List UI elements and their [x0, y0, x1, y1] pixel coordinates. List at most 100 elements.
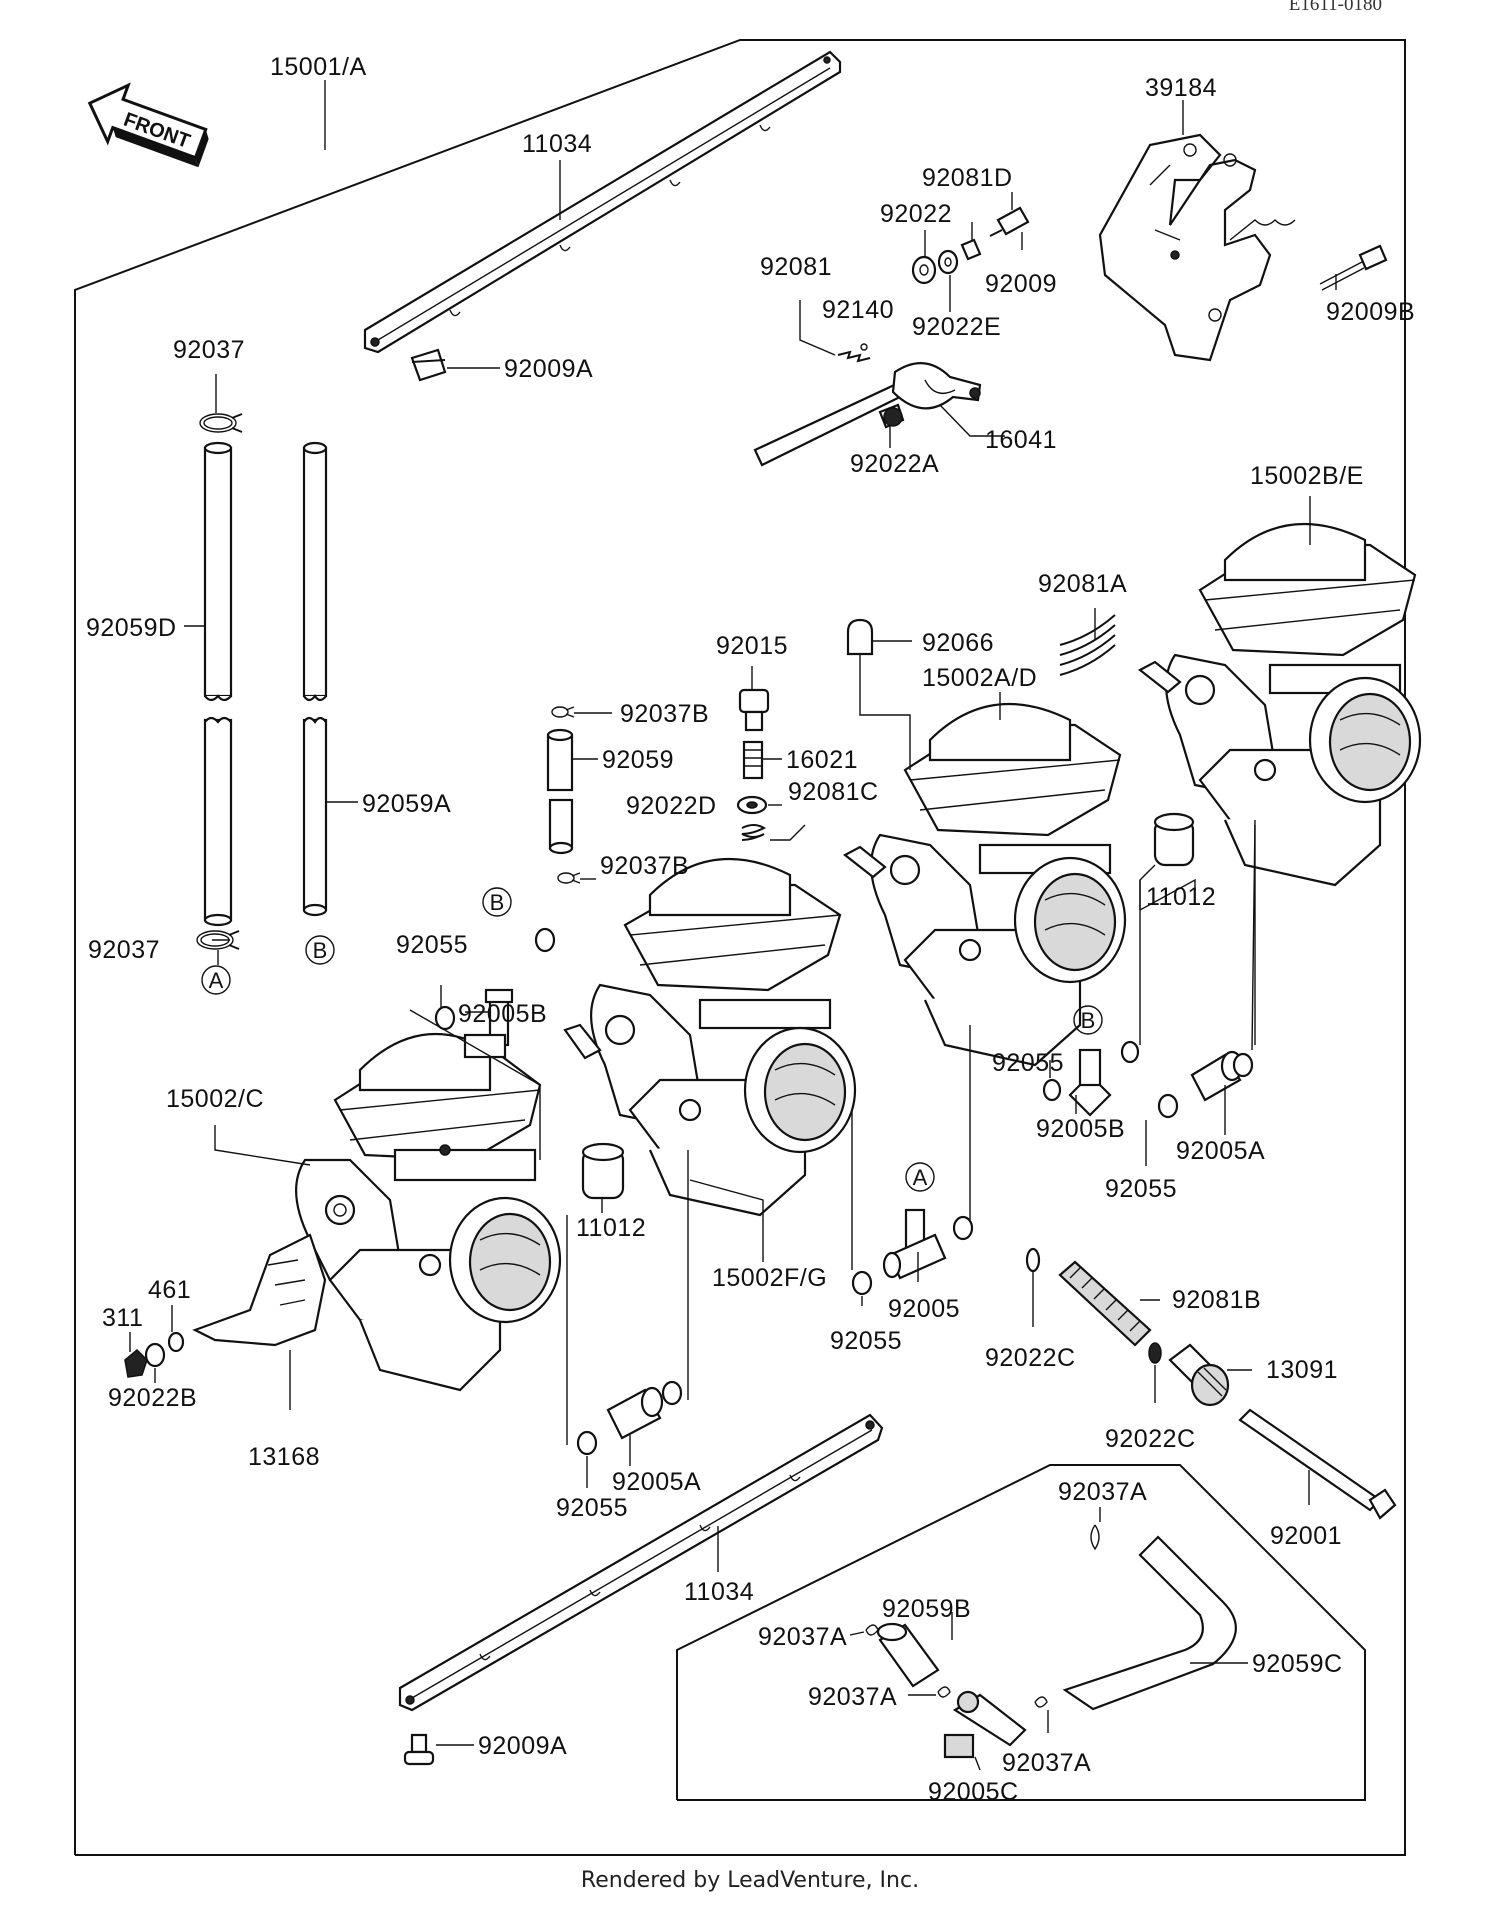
label-92140: 92140 [822, 296, 894, 324]
label-92022C-2: 92022C [1105, 1425, 1196, 1453]
label-92005A-right: 92005A [1176, 1137, 1265, 1165]
label-15002AD: 15002A/D [922, 664, 1037, 692]
washer-461 [167, 1331, 185, 1353]
svg-text:A: A [209, 968, 224, 993]
washer-92022C-1 [1025, 1247, 1041, 1273]
carburetor-15002AD [842, 702, 1127, 1067]
washer-92022 [911, 255, 937, 285]
spring-92081 [837, 343, 871, 363]
label-92059A: 92059A [362, 790, 451, 818]
label-92059C: 92059C [1252, 1650, 1343, 1678]
label-13091: 13091 [1266, 1356, 1338, 1384]
label-92037-bottom: 92037 [88, 936, 160, 964]
label-92005C: 92005C [928, 1778, 1019, 1806]
label-92005: 92005 [888, 1295, 960, 1323]
label-92022B: 92022B [108, 1384, 197, 1412]
o-ring-92055-center [851, 1270, 873, 1296]
clip-92037A-top [1090, 1524, 1100, 1551]
label-11034-bottom: 11034 [684, 1578, 754, 1606]
label-92081: 92081 [760, 253, 832, 281]
label-92005B-right: 92005B [1036, 1115, 1125, 1143]
label-92022E: 92022E [912, 313, 1001, 341]
bracket-39184 [1098, 133, 1296, 362]
front-arrow-icon: FRONT [87, 82, 209, 168]
label-92037-top: 92037 [173, 336, 245, 364]
fitting-92005-center [882, 1208, 947, 1280]
fitting-11012-mid [581, 1142, 625, 1200]
fitting-92005B-left [463, 988, 514, 1059]
fuel-rail-bottom [398, 1413, 884, 1712]
o-ring-92055-left [434, 1005, 456, 1031]
clip-92037A-3 [937, 1686, 951, 1698]
screw-92015 [738, 688, 770, 732]
svg-text:A: A [913, 1165, 928, 1190]
o-ring-92055-mid [1042, 1078, 1062, 1102]
hose-92059C [1062, 1535, 1237, 1711]
label-92055-right: 92055 [1105, 1175, 1177, 1203]
svg-text:B: B [313, 938, 328, 963]
marker-B-right: B [1073, 1005, 1103, 1035]
label-92081C: 92081C [788, 778, 879, 806]
fitting-92005B-right [1068, 1048, 1112, 1117]
carburetor-15002FG [563, 857, 857, 1217]
label-311: 311 [102, 1304, 143, 1332]
footer-credit: Rendered by LeadVenture, Inc. [580, 1868, 920, 1893]
marker-B-left: B [305, 935, 335, 965]
label-39184: 39184 [1145, 74, 1217, 102]
o-ring-92055-low [576, 1430, 598, 1456]
label-92037A-1: 92037A [1058, 1478, 1147, 1506]
hose-92059A [302, 441, 328, 917]
label-92081D: 92081D [922, 164, 1013, 192]
clip-92037B-lower [557, 872, 581, 884]
label-92055-center: 92055 [830, 1327, 902, 1355]
o-ring-92055-right [1157, 1093, 1179, 1119]
label-16021: 16021 [786, 746, 858, 774]
label-92037B-2: 92037B [600, 852, 689, 880]
svg-text:B: B [490, 890, 505, 915]
fuel-rail-top [363, 50, 842, 354]
label-92022D: 92022D [626, 792, 717, 820]
svg-text:B: B [1081, 1008, 1096, 1033]
fitting-11012-right [1153, 812, 1195, 867]
label-92009B: 92009B [1326, 298, 1415, 326]
label-15002C: 15002/C [166, 1085, 264, 1113]
label-92037A-2: 92037A [758, 1623, 847, 1651]
marker-A-center: A [905, 1162, 935, 1192]
label-461: 461 [148, 1276, 191, 1304]
hose-92059 [546, 728, 574, 855]
label-92059D: 92059D [86, 614, 177, 642]
label-92009: 92009 [985, 270, 1057, 298]
label-92055-mid: 92055 [992, 1049, 1064, 1077]
hose-92059D [203, 441, 233, 927]
label-92059: 92059 [602, 746, 674, 774]
marker-B-upper: B [482, 887, 512, 917]
callout-labels: 15001/A 11034 39184 92081D 92022 92081 9… [86, 53, 1415, 1806]
label-15002BE: 15002B/E [1250, 462, 1364, 490]
clamp-92037-top [199, 413, 243, 433]
label-92009A-top: 92009A [504, 355, 593, 383]
label-92037A-3: 92037A [808, 1683, 897, 1711]
washer-92022C-2 [1148, 1342, 1162, 1364]
lever-13168 [192, 1233, 327, 1347]
label-11034-top: 11034 [522, 130, 592, 158]
label-15001A: 15001/A [270, 53, 367, 81]
bolt-92001 [1238, 1408, 1397, 1520]
leader-lines [129, 80, 1337, 1771]
label-13168: 13168 [248, 1443, 320, 1471]
fitting-92005A-low [606, 1386, 664, 1440]
screw-92009A-top [410, 348, 447, 382]
label-15002FG: 15002F/G [712, 1264, 827, 1292]
hose-92059B [876, 1622, 940, 1688]
label-92055-left: 92055 [396, 931, 468, 959]
label-92037B-1: 92037B [620, 700, 709, 728]
label-92055-low: 92055 [556, 1494, 628, 1522]
spring-92081C [741, 824, 767, 841]
label-92009A-bottom: 92009A [478, 1732, 567, 1760]
hose-inset-frame [676, 1464, 1366, 1801]
label-92015: 92015 [716, 632, 788, 660]
pilot-screw-16021 [742, 740, 764, 780]
label-92037A-4: 92037A [1002, 1749, 1091, 1777]
label-92059B: 92059B [882, 1595, 971, 1623]
screw-92009 [989, 206, 1030, 237]
